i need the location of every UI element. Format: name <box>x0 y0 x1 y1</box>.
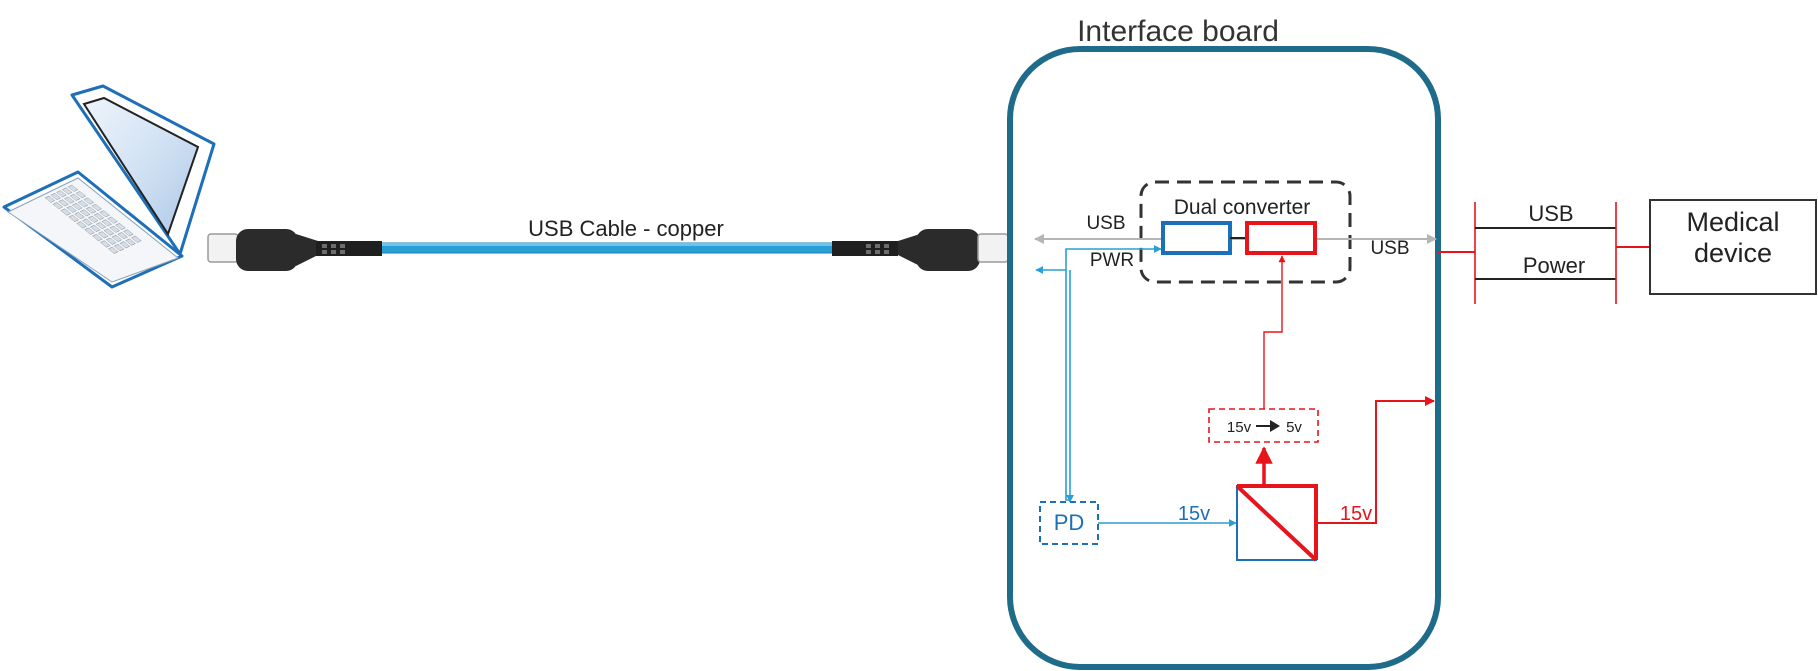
right-arrow-icon <box>1256 420 1280 432</box>
five-volt-line <box>1263 255 1286 409</box>
laptop-icon <box>2 84 216 289</box>
step-down-from: 15v <box>1227 419 1252 436</box>
external-bus <box>1438 202 1650 304</box>
usb-c-connector-right <box>832 229 1009 271</box>
pwr-line <box>1065 245 1162 268</box>
medical-device-line1: Medical <box>1686 207 1779 237</box>
interface-board <box>1007 46 1441 670</box>
dual-converter-group <box>1139 180 1352 284</box>
medical-device-line2: device <box>1694 238 1772 268</box>
usb-out-label: USB <box>1370 238 1409 259</box>
converter-usb-box <box>1161 221 1232 255</box>
board-title: Interface board <box>1077 15 1279 48</box>
power-out-line <box>1316 396 1435 524</box>
pd-box <box>1039 501 1099 545</box>
external-usb-label: USB <box>1528 201 1573 226</box>
usb-cable: USB Cable - copper <box>207 216 1009 271</box>
step-down-to: 5v <box>1286 419 1302 436</box>
medical-device-box <box>1649 199 1817 295</box>
pwr-label: PWR <box>1090 250 1134 271</box>
usb-in-label: USB <box>1086 213 1125 234</box>
power-converter-icon <box>1235 484 1318 562</box>
converter-pwr-box <box>1245 221 1317 255</box>
dual-converter-title: Dual converter <box>1174 196 1311 219</box>
pd-label: PD <box>1054 510 1085 535</box>
usb-c-connector-left <box>207 229 382 271</box>
cable-label: USB Cable - copper <box>528 216 724 241</box>
external-power-label: Power <box>1523 253 1585 278</box>
power-in-label: 15v <box>1178 503 1210 525</box>
power-out-label: 15v <box>1340 503 1372 525</box>
